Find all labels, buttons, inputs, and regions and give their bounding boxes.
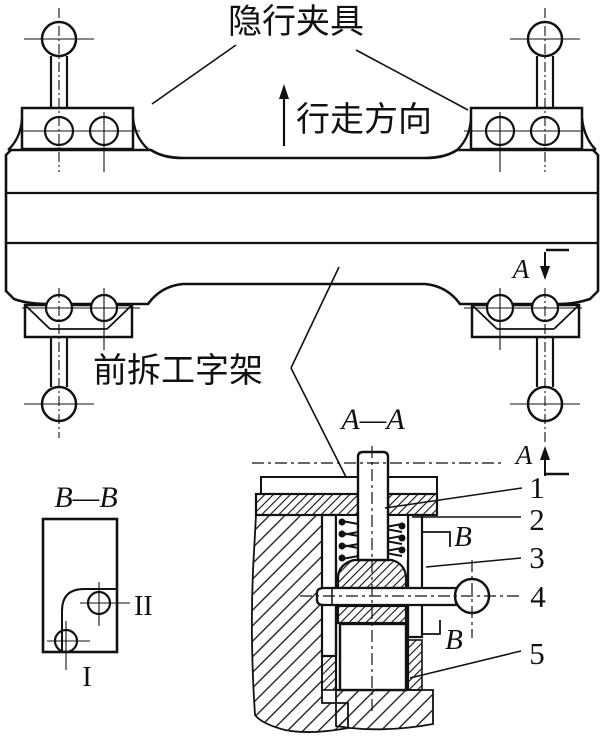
direction-label: 行走方向 — [296, 101, 432, 139]
leader-top-label-left — [151, 44, 237, 105]
direction-arrow — [279, 84, 289, 146]
part-number-5: 5 — [529, 636, 545, 671]
b-marker-upper-line — [422, 531, 451, 547]
a-marker-upper-letter: A — [511, 254, 530, 284]
leader-frame-label-down — [290, 367, 347, 478]
wedge-block — [336, 558, 408, 590]
leader-top-label-right — [355, 49, 469, 111]
housing-bottom-wall — [335, 689, 434, 731]
leader-1 — [384, 487, 523, 509]
beam-outline — [4, 148, 600, 306]
locating-pin — [356, 450, 390, 562]
section-bb-label: B—B — [54, 481, 117, 514]
section-aa-view — [250, 446, 523, 733]
frame-label: 前拆工字架 — [93, 352, 263, 390]
channel-contour — [61, 588, 117, 652]
clamp-top-left — [7, 8, 150, 172]
leader-3 — [425, 557, 522, 568]
b-marker-upper-letter: B — [454, 521, 472, 553]
top-plate-left — [254, 492, 360, 517]
leader-5 — [409, 650, 522, 679]
b-marker-lower-line — [422, 620, 441, 635]
b-marker-lower-letter: B — [445, 624, 463, 656]
top-label: 隐行夹具 — [228, 3, 364, 41]
section-aa-label: A—A — [339, 403, 405, 436]
clamp-bottom-right — [464, 288, 582, 442]
detail-marker-ii: II — [134, 591, 153, 622]
plan-view-frame — [4, 8, 600, 478]
part-number-1: 1 — [529, 470, 545, 505]
section-bb-view — [41, 517, 130, 670]
bottom-plug — [338, 622, 408, 692]
sleeve-left-wall-lower — [321, 655, 337, 691]
part-number-3: 3 — [529, 540, 545, 575]
leader-frame-label-up — [290, 266, 340, 369]
section-a-marker-lower — [540, 446, 569, 476]
part-number-2: 2 — [529, 502, 545, 537]
sleeve-right-wall-lower — [407, 639, 423, 691]
sleeve-left-wall — [320, 513, 338, 658]
sleeve-right-wall — [406, 513, 424, 639]
section-a-marker-upper — [540, 248, 569, 280]
clamp-top-right — [456, 8, 597, 172]
clamp-bottom-left — [22, 288, 140, 438]
drawing-labels: 隐行夹具 行走方向 前拆工字架 A—A B—B A A B B 1 2 3 4 … — [54, 3, 546, 693]
boss-right — [387, 476, 438, 494]
boss-left — [260, 476, 359, 494]
detail-marker-i: I — [82, 662, 91, 693]
a-marker-lower-letter: A — [514, 440, 533, 470]
part-number-4: 4 — [530, 579, 546, 614]
housing-left-wall — [250, 514, 349, 733]
